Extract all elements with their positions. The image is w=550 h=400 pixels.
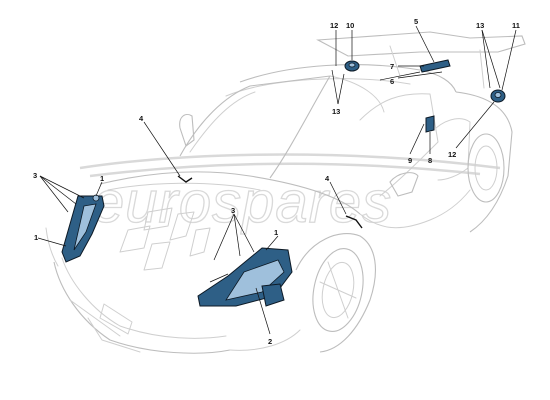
right-headlight-part xyxy=(197,247,293,307)
roof-marker-lamp-part xyxy=(344,60,360,72)
callout-2: 2 xyxy=(268,337,272,346)
watermark: eurospares xyxy=(79,153,501,236)
wiring-harness-right xyxy=(345,215,363,229)
callout-12-right: 12 xyxy=(448,150,456,159)
callout-8: 8 xyxy=(428,156,432,165)
callout-12-top: 12 xyxy=(330,21,338,30)
third-brake-light-part xyxy=(419,59,451,73)
callout-6: 6 xyxy=(390,77,394,86)
callout-1-top-left: 1 xyxy=(100,174,104,183)
watermark-swoosh-top xyxy=(79,153,501,170)
callout-labels: 1 1 1 2 3 3 4 4 5 6 7 8 9 10 11 12 12 13… xyxy=(33,17,520,346)
watermark-swoosh-2 xyxy=(89,162,481,178)
callout-4-right: 4 xyxy=(325,174,330,183)
callout-13-right: 13 xyxy=(476,21,484,30)
callout-10: 10 xyxy=(346,21,354,30)
callout-7: 7 xyxy=(390,62,394,71)
leader-lines xyxy=(37,25,517,335)
callout-11: 11 xyxy=(512,21,520,30)
callout-5: 5 xyxy=(414,17,418,26)
callout-1-right: 1 xyxy=(274,228,278,237)
parts xyxy=(61,59,506,307)
car-outline xyxy=(45,31,526,354)
callout-3-left: 3 xyxy=(33,171,37,180)
rear-lamp-part xyxy=(490,89,506,103)
callout-4-left: 4 xyxy=(139,114,144,123)
side-marker-lamp-part xyxy=(425,115,435,133)
callout-13-top: 13 xyxy=(332,107,340,116)
wiring-harness-left xyxy=(177,175,193,183)
left-headlight-part xyxy=(61,194,105,263)
callout-9: 9 xyxy=(408,156,412,165)
callout-3-right: 3 xyxy=(231,206,235,215)
watermark-text: eurospares xyxy=(92,170,392,235)
callout-1-left: 1 xyxy=(34,233,38,242)
